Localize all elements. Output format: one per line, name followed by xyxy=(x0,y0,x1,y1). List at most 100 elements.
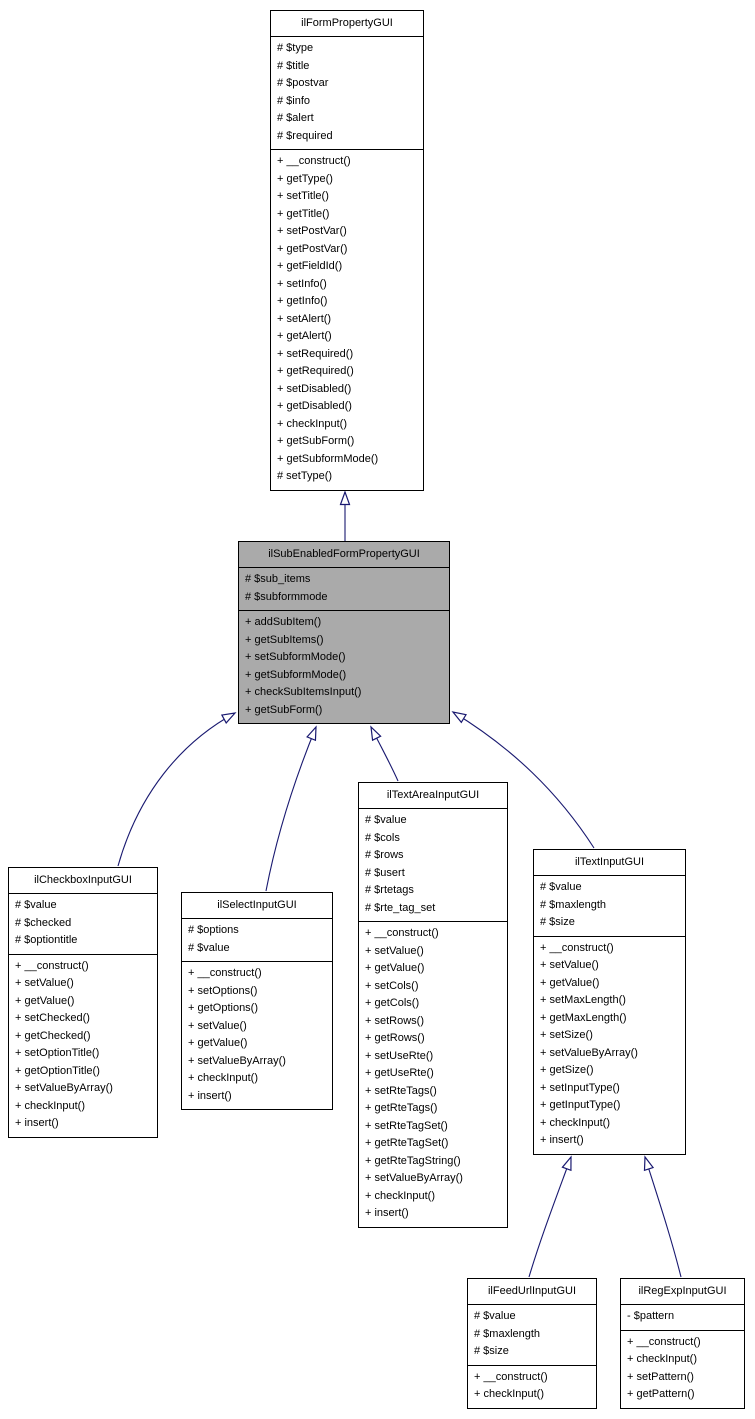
class-member: + checkSubItemsInput() xyxy=(245,686,362,698)
class-member: # $value xyxy=(474,1310,516,1322)
class-member: + checkInput() xyxy=(365,1189,436,1202)
class-box-ilsubenabledformpropertygui[interactable]: ilSubEnabledFormPropertyGUI # $sub_items… xyxy=(238,541,450,724)
class-member: + getSubForm() xyxy=(277,435,355,447)
class-member: # $cols xyxy=(365,831,400,844)
edge-select-to-subenabled xyxy=(265,725,317,892)
class-member: + setRows() xyxy=(365,1014,424,1027)
class-member: + setInputType() xyxy=(540,1081,620,1094)
class-member: + setAlert() xyxy=(277,312,332,325)
class-box-ilcheckboxinputgui[interactable]: ilCheckboxInputGUI # $value# $checked# $… xyxy=(8,867,158,1138)
attributes-section: # $value# $maxlength# $size xyxy=(534,876,685,937)
class-member: # $title xyxy=(277,59,310,72)
methods-section: + __construct() + setValue() + getValue() +… xyxy=(534,937,685,1154)
edge-feedurl-to-textinput xyxy=(528,1155,572,1278)
class-box-ilformpropertygui[interactable]: ilFormPropertyGUI # $type# $title# $post… xyxy=(270,10,424,491)
class-member: # $alert xyxy=(277,112,314,124)
class-name: ilRegExpInputGUI xyxy=(621,1279,744,1305)
methods-section: + __construct()+ setValue()+ getValue()+… xyxy=(9,955,157,1137)
class-member: + setRequired() xyxy=(277,347,354,360)
class-member: + getRteTags() xyxy=(365,1102,438,1114)
class-member: # $size xyxy=(474,1345,509,1357)
class-member: + __construct() xyxy=(627,1335,701,1348)
class-member: # $value xyxy=(188,941,230,954)
class-box-iltextareainputgui[interactable]: ilTextAreaInputGUI # $value# $cols# $row… xyxy=(358,782,508,1228)
class-member: + getMaxLength() xyxy=(540,1011,627,1024)
class-member: + setInfo() xyxy=(277,277,327,290)
class-member: + setSubformMode() xyxy=(245,651,346,663)
class-member: # $info xyxy=(277,94,311,107)
class-member: + getPattern() xyxy=(627,1388,695,1400)
edge-regexp-to-textinput xyxy=(643,1155,682,1278)
class-member: + getValue() xyxy=(365,962,425,974)
class-member: + getValue() xyxy=(188,1037,248,1049)
class-member: + setTitle() xyxy=(277,190,329,202)
class-member: # $usert xyxy=(365,866,405,879)
class-member: + getValue() xyxy=(540,976,600,989)
class-member: + getFieldId() xyxy=(277,260,343,272)
class-member: # $optiontitle xyxy=(15,934,78,946)
class-member: + insert() xyxy=(15,1117,59,1129)
class-member: + __construct() xyxy=(540,941,614,954)
edge-checkbox-to-subenabled xyxy=(117,712,237,867)
class-member: + __construct() xyxy=(365,927,439,939)
class-member: + __construct() xyxy=(188,967,262,979)
class-member: + checkInput() xyxy=(188,1072,259,1084)
class-member: + addSubItem() xyxy=(245,616,322,628)
class-member: # setType() xyxy=(277,470,333,482)
class-member: + setRteTagSet() xyxy=(365,1119,448,1132)
class-member: + getRequired() xyxy=(277,365,354,377)
class-name: ilFeedUrlInputGUI xyxy=(468,1279,596,1305)
class-member: + setUseRte() xyxy=(365,1049,434,1062)
class-name: ilFormPropertyGUI xyxy=(271,11,423,37)
class-box-ilregexpinputgui[interactable]: ilRegExpInputGUI - $pattern + __construc… xyxy=(620,1278,745,1409)
class-member: + setOptionTitle() xyxy=(15,1047,100,1059)
class-member: # $maxlength xyxy=(474,1327,541,1340)
class-member: # $type xyxy=(277,42,314,54)
class-member: # $rtetags xyxy=(365,884,414,896)
class-member: + setMaxLength() xyxy=(540,994,626,1006)
class-box-iltextinputgui[interactable]: ilTextInputGUI # $value# $maxlength# $si… xyxy=(533,849,686,1155)
class-member: # $subformmode xyxy=(245,590,328,603)
class-member: + getRows() xyxy=(365,1032,425,1044)
class-member: # $rte_tag_set xyxy=(365,901,436,914)
class-member: # $rows xyxy=(365,849,404,861)
class-member: + setPattern() xyxy=(627,1370,694,1383)
class-member: + __construct() xyxy=(474,1370,548,1383)
class-member: + setSize() xyxy=(540,1029,593,1041)
attributes-section: # $value# $checked# $optiontitle xyxy=(9,894,157,955)
class-member: + insert() xyxy=(365,1207,409,1219)
attributes-section: # $value # $maxlength # $size xyxy=(468,1305,596,1366)
attributes-section: # $sub_items # $subformmode xyxy=(239,568,449,611)
class-member: + checkInput() xyxy=(15,1099,86,1112)
class-member: # $options xyxy=(188,924,239,936)
class-box-ilselectinputgui[interactable]: ilSelectInputGUI # $options # $value + __… xyxy=(181,892,333,1110)
class-member: + setChecked() xyxy=(15,1012,90,1024)
class-member: + setCols() xyxy=(365,979,419,992)
class-member: + checkInput() xyxy=(277,417,348,430)
methods-section: + __construct()+ getType()+ setTitle()+ … xyxy=(271,150,423,490)
class-member: + setValueByArray() xyxy=(540,1046,638,1059)
class-member: + checkInput() xyxy=(627,1353,698,1365)
methods-section: + __construct() + checkInput() + setPatter… xyxy=(621,1331,744,1408)
class-member: + getRteTagString() xyxy=(365,1154,461,1167)
class-member: # $required xyxy=(277,129,333,142)
attributes-section: # $options # $value xyxy=(182,919,332,962)
class-member: + getOptions() xyxy=(188,1002,259,1014)
class-member: + getType() xyxy=(277,172,333,185)
class-name: ilSelectInputGUI xyxy=(182,893,332,919)
class-member: # $sub_items xyxy=(245,573,311,585)
class-member: + setValue() xyxy=(188,1019,247,1032)
class-member: # $checked xyxy=(15,916,72,929)
class-member: + getSubForm() xyxy=(245,703,323,716)
attributes-section: - $pattern xyxy=(621,1305,744,1331)
class-member: + setValue() xyxy=(540,959,599,971)
class-member: + getInputType() xyxy=(540,1099,621,1111)
class-member: + setValueByArray() xyxy=(365,1172,463,1184)
class-name: ilTextInputGUI xyxy=(534,850,685,876)
class-member: + getInfo() xyxy=(277,295,328,307)
class-member: + getValue() xyxy=(15,994,75,1007)
class-box-ilfeedurlinputgui[interactable]: ilFeedUrlInputGUI # $value# $maxlength# … xyxy=(467,1278,597,1409)
edge-textarea-to-subenabled xyxy=(370,725,399,782)
attributes-section: # $value# $cols# $rows# $usert# $rtetags… xyxy=(359,809,507,922)
